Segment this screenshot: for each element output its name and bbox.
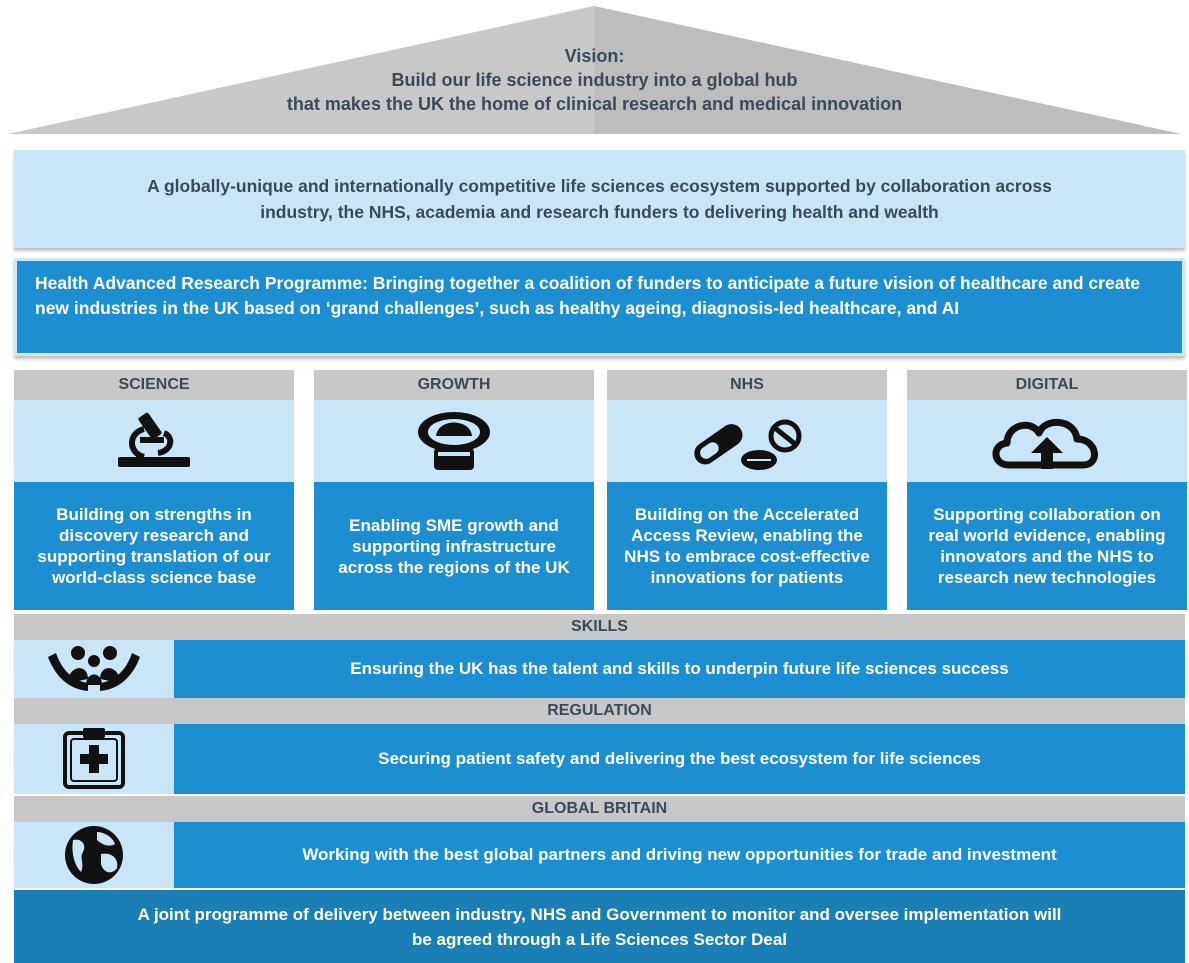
globe-icon: [65, 826, 123, 884]
vision-label: Vision:: [564, 46, 625, 66]
roof-triangle: [8, 6, 1181, 134]
pillar-description: Enabling SME growth and supporting infra…: [314, 482, 594, 610]
vision-line-2: that makes the UK the home of clinical r…: [286, 94, 903, 114]
ecosystem-banner: A globally-unique and internationally co…: [14, 150, 1185, 248]
global-britain-text: Working with the best global partners an…: [174, 822, 1185, 888]
pillar-description: Supporting collaboration on real world e…: [907, 482, 1187, 610]
pillar-description: Building on the Accelerated Access Revie…: [607, 482, 887, 610]
pillar-science: SCIENCE Building on strengths in discove…: [14, 370, 294, 610]
pillar-digital: DIGITAL Supporting collaboration on real…: [907, 370, 1187, 610]
ecosystem-line-1: A globally-unique and internationally co…: [147, 176, 1052, 196]
vision-statement: Vision: Build our life science industry …: [180, 44, 1009, 116]
vision-line-1: Build our life science industry into a g…: [391, 70, 798, 90]
skills-text: Ensuring the UK has the talent and skill…: [174, 640, 1185, 698]
harp-banner: Health Advanced Research Programme: Brin…: [14, 258, 1185, 356]
regulation-text: Securing patient safety and delivering t…: [174, 724, 1185, 794]
harp-text: Health Advanced Research Programme: Brin…: [35, 273, 1141, 318]
pillar-title: DIGITAL: [907, 370, 1187, 400]
pillar-growth: GROWTH Enabling SME growth and supportin…: [314, 370, 594, 610]
chef-hat-icon: [418, 412, 490, 470]
pillar-description: Building on strengths in discovery resea…: [14, 482, 294, 610]
pills-icon: [694, 419, 802, 470]
regulation-header: REGULATION: [14, 698, 1185, 724]
pillar-nhs: NHS Building on the Accelerated Access R…: [607, 370, 887, 610]
skills-header: SKILLS: [14, 614, 1185, 640]
pillar-title: SCIENCE: [14, 370, 294, 400]
cloud-upload-icon: [992, 418, 1098, 469]
footer-line-1: A joint programme of delivery between in…: [137, 904, 1062, 924]
delivery-footer: A joint programme of delivery between in…: [14, 890, 1185, 963]
pillar-title: NHS: [607, 370, 887, 400]
microscope-icon: [118, 412, 190, 467]
pillar-title: GROWTH: [314, 370, 594, 400]
family-hands-icon: [48, 646, 140, 691]
medical-clipboard-icon: [63, 728, 125, 789]
global-britain-header: GLOBAL BRITAIN: [14, 796, 1185, 822]
ecosystem-line-2: industry, the NHS, academia and research…: [260, 202, 939, 222]
footer-line-2: be agreed through a Life Sciences Sector…: [411, 929, 788, 949]
